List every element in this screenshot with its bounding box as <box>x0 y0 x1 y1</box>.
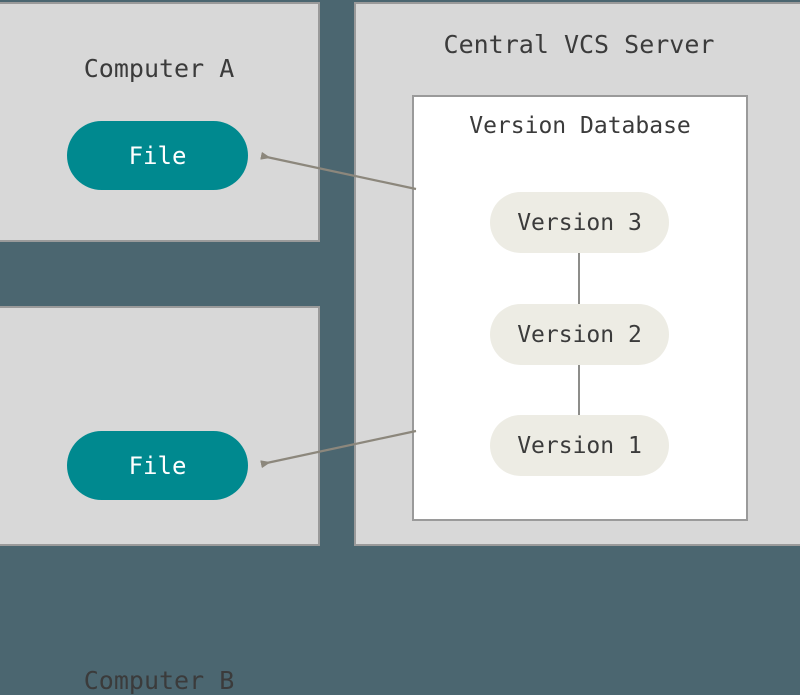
connector-version3-version2 <box>578 253 580 304</box>
central-vcs-server-title: Central VCS Server <box>443 30 715 59</box>
version-database-title: Version Database <box>469 113 691 139</box>
file-node-computer-b[interactable]: File <box>67 431 248 500</box>
computer-b-panel: Computer B <box>0 306 320 695</box>
version-3-label: Version 3 <box>517 209 642 236</box>
file-node-computer-a[interactable]: File <box>67 121 248 190</box>
computer-a-panel: Computer A <box>0 2 320 242</box>
version-1-label: Version 1 <box>517 432 642 459</box>
file-b-label: File <box>128 451 187 480</box>
computer-b-title: Computer B <box>83 666 235 695</box>
version-2-label: Version 2 <box>517 321 642 348</box>
version-node-1[interactable]: Version 1 <box>490 415 669 476</box>
file-a-label: File <box>128 141 187 170</box>
version-node-2[interactable]: Version 2 <box>490 304 669 365</box>
connector-version2-version1 <box>578 365 580 415</box>
version-node-3[interactable]: Version 3 <box>490 192 669 253</box>
computer-a-title: Computer A <box>83 54 235 83</box>
